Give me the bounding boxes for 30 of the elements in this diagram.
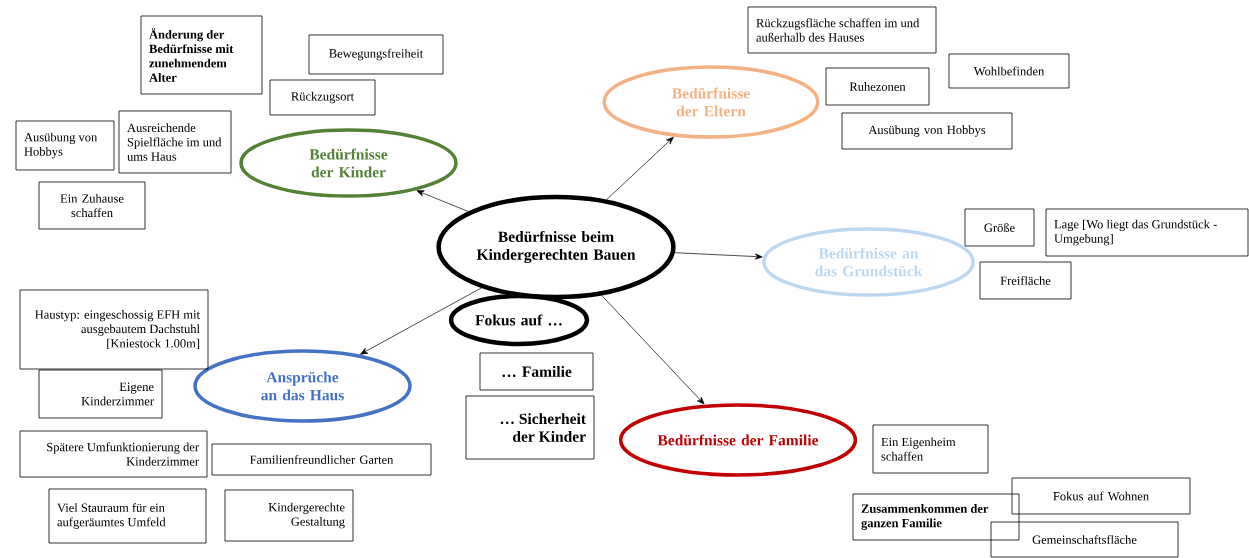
text-box: Gemeinschaftsfläche xyxy=(990,521,1179,558)
text-box: Bewegungsfreiheit xyxy=(308,34,444,75)
arrow xyxy=(606,136,674,200)
text-box: Kindergerechte Gestaltung xyxy=(224,489,354,542)
text-box: Eigene Kinderzimmer xyxy=(38,369,163,419)
arrow xyxy=(360,287,482,355)
text-box: Familienfreundlicher Garten xyxy=(211,443,432,476)
arrow xyxy=(416,190,469,212)
text-box: Freifläche xyxy=(979,261,1072,300)
text-box: Änderung der Bedürfnisse mit zunehmendem Alter xyxy=(140,15,263,95)
text-box: Ruhezonen xyxy=(825,67,930,106)
text-box: Lage [Wo liegt das Grundstück - Umgebung] xyxy=(1045,208,1249,257)
text-box: Ausreichende Spielfläche im und ums Haus xyxy=(118,110,232,174)
text-box: Rückzugsfläche schaffen im und außerhalb des Hauses xyxy=(747,6,937,54)
text-box: Ein Zuhause schaffen xyxy=(38,181,146,230)
arrow xyxy=(674,252,763,260)
text-box: Größe xyxy=(964,208,1035,247)
text-box: … Sicherheit der Kinder xyxy=(465,395,595,460)
text-box: Zusammenkommen der ganzen Familie xyxy=(852,493,1020,541)
text-box: Spätere Umfunktionierung der Kinderzimmer xyxy=(19,430,208,478)
text-box: Wohlbefinden xyxy=(948,53,1070,89)
text-box: Fokus auf Wohnen xyxy=(1011,477,1191,515)
text-box: Rückzugsort xyxy=(269,79,376,116)
text-box: Ausübung von Hobbys xyxy=(15,120,115,171)
text-box: … Familie xyxy=(479,352,594,391)
text-box: Ausübung von Hobbys xyxy=(841,112,1013,150)
text-box: Haustyp: eingeschossig EFH mit ausgebautem Dachstuhl [Kniestock 1.00m] xyxy=(19,289,209,370)
text-box: Ein Eigenheim schaffen xyxy=(872,424,989,474)
arrow xyxy=(601,294,705,405)
text-box: Viel Stauraum für ein aufgeräumtes Umfeld xyxy=(48,488,207,544)
